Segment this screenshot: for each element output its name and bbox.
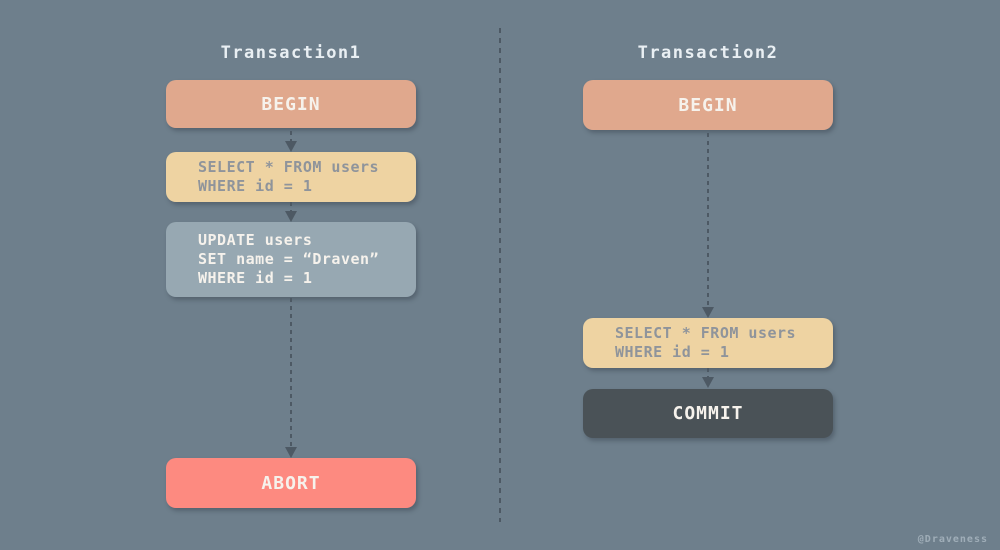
sql-line: WHERE id = 1 bbox=[615, 343, 730, 361]
arrow-down-icon bbox=[701, 368, 715, 388]
sql-line: SELECT * FROM users bbox=[615, 324, 797, 342]
arrow-down-icon bbox=[701, 133, 715, 318]
sql-line: SELECT * FROM users bbox=[198, 158, 380, 176]
sql-line: UPDATE users bbox=[198, 231, 313, 249]
transaction1-abort-node: ABORT bbox=[166, 458, 416, 508]
arrow-head bbox=[702, 307, 714, 318]
arrow-head bbox=[285, 141, 297, 152]
arrow-down-icon bbox=[284, 202, 298, 222]
watermark: @Draveness bbox=[917, 534, 988, 545]
transaction1-update-node: UPDATE users SET name = “Draven” WHERE i… bbox=[166, 222, 416, 297]
transaction2-begin-node: BEGIN bbox=[583, 80, 833, 130]
transaction1-title: Transaction1 bbox=[220, 43, 362, 63]
transaction2-commit-node: COMMIT bbox=[583, 389, 833, 438]
sql-line: SET name = “Draven” bbox=[198, 250, 380, 268]
transaction2-title: Transaction2 bbox=[637, 43, 779, 63]
arrow-head bbox=[285, 211, 297, 222]
column-divider bbox=[499, 28, 501, 522]
arrow-stem bbox=[707, 368, 709, 377]
arrow-head bbox=[702, 377, 714, 388]
arrow-stem bbox=[290, 202, 292, 211]
arrow-stem bbox=[290, 298, 292, 447]
arrow-stem bbox=[290, 131, 292, 141]
arrow-down-icon bbox=[284, 298, 298, 458]
transaction2-select-node: SELECT * FROM users WHERE id = 1 bbox=[583, 318, 833, 368]
sql-line: WHERE id = 1 bbox=[198, 269, 313, 287]
transaction1-select-node: SELECT * FROM users WHERE id = 1 bbox=[166, 152, 416, 202]
arrow-down-icon bbox=[284, 131, 298, 152]
arrow-head bbox=[285, 447, 297, 458]
transaction1-begin-node: BEGIN bbox=[166, 80, 416, 128]
sql-line: WHERE id = 1 bbox=[198, 177, 313, 195]
arrow-stem bbox=[707, 133, 709, 307]
